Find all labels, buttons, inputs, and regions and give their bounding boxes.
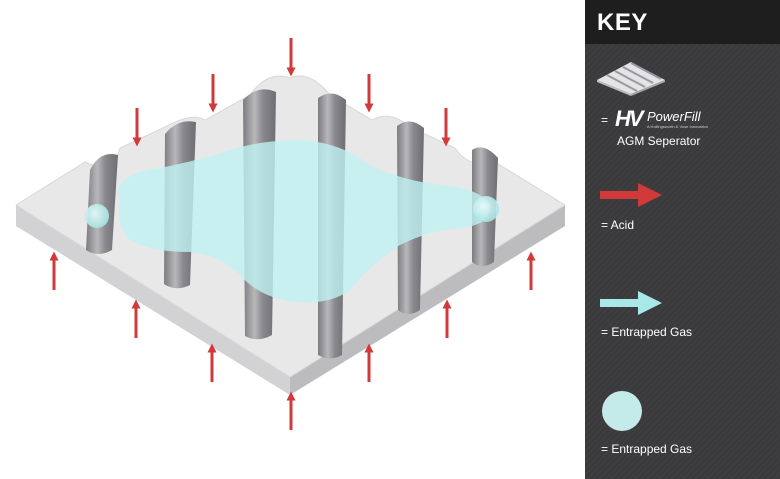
plate-left-face (16, 205, 290, 395)
hv-logo-icon: HV (615, 106, 644, 131)
gas-arrow-icon (600, 291, 662, 315)
brand-logo-block: HV PowerFill A Hollingsworth & Vose Inno… (615, 106, 745, 146)
gas-arrow-legend-label: = Entrapped Gas (601, 325, 693, 339)
acid-arrows-bottom (49, 251, 536, 430)
acid-legend-label: = Acid (601, 218, 635, 232)
plate-right-face (290, 205, 565, 395)
key-header: KEY (585, 0, 780, 44)
gas-bubble-legend-label: = Entrapped Gas (601, 442, 693, 456)
groove (86, 154, 118, 254)
separator-swatch-icon (597, 62, 665, 96)
gas-bubble-icon (602, 391, 642, 431)
acid-arrows-top (132, 38, 451, 147)
brand-name: PowerFill (647, 109, 701, 124)
gas-bubble-right (473, 196, 499, 222)
agm-separator-diagram (15, 38, 566, 430)
gas-bubble-left (85, 204, 109, 228)
entrapped-gas-region (118, 140, 491, 303)
key-title: KEY (597, 9, 648, 36)
separator-label: AGM Seperator (617, 134, 701, 148)
separator-equals: = (601, 113, 609, 127)
brand-tagline: A Hollingsworth & Vose Innovation (647, 124, 708, 129)
acid-arrow-icon (600, 183, 662, 207)
